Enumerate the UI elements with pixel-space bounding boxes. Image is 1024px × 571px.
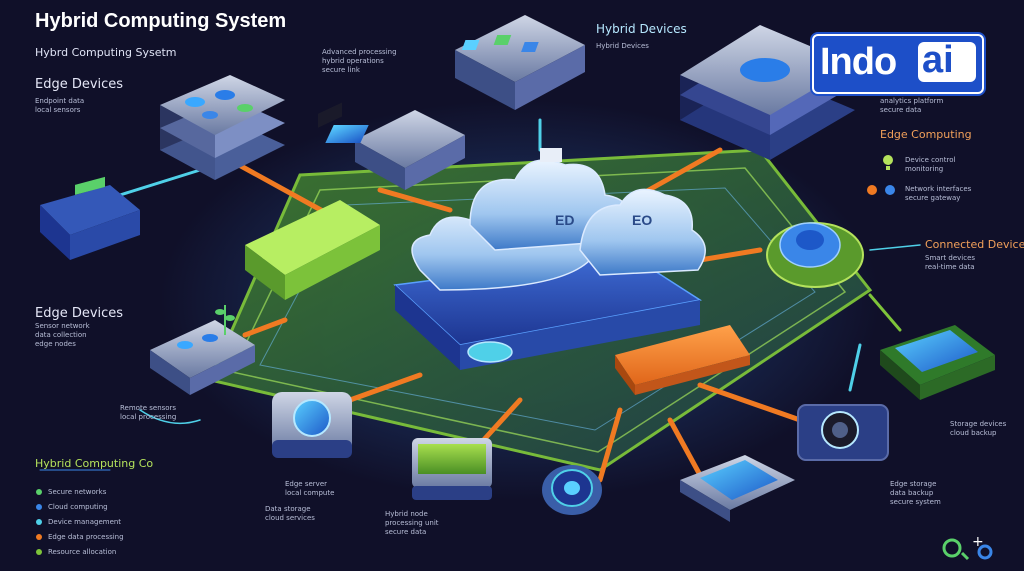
smart-dome-device — [766, 222, 864, 288]
edge-device-bottom-tablet — [680, 455, 795, 522]
edge-device-tablet — [150, 320, 255, 395]
edge-device-circular — [272, 392, 352, 458]
cloud-server-right — [680, 25, 855, 160]
hybrid-devices-heading: Hybrid Devices — [596, 22, 687, 36]
legend-item-2: Cloud computing — [48, 503, 108, 511]
edge-device-stack-left — [160, 75, 285, 180]
speaker-device — [542, 465, 602, 515]
legend-dot-5 — [36, 549, 42, 555]
svg-text:+: + — [972, 534, 984, 550]
edge-devices-heading-mid: Edge Devices — [35, 306, 124, 321]
lightbulb-icon — [883, 155, 893, 170]
chip-device-right — [880, 325, 995, 400]
edge-devices-heading-top: Edge Devices — [35, 77, 124, 92]
legend-item-3: Device management — [48, 518, 122, 526]
q-plus-icon: + — [942, 534, 993, 561]
cloud-cluster — [411, 148, 706, 291]
page-title: Hybrid Computing System — [35, 10, 287, 32]
edge-device-bottom-green — [412, 438, 492, 500]
legend-dot-2 — [36, 504, 42, 510]
legend-item-5: Resource allocation — [48, 548, 117, 556]
edge-device-top-center — [455, 15, 585, 110]
right-heading-1: Edge Computing — [880, 128, 972, 141]
legend-dot-4 — [36, 534, 42, 540]
legend-item-1: Secure networks — [48, 488, 107, 496]
page-subtitle: Hybrd Computing Sysetm — [35, 46, 177, 59]
sensor-device-left — [40, 176, 140, 260]
green-module — [245, 102, 380, 300]
orange-module — [615, 325, 750, 395]
legend-item-4: Edge data processing — [48, 533, 124, 541]
brand-box-word: ai — [922, 39, 954, 81]
hybrid-computing-co-heading: Hybrid Computing Co — [35, 457, 154, 470]
brand-word: Indo — [820, 41, 897, 83]
edge-device-center-small — [325, 110, 465, 190]
hybrid-devices-sub: Hybrid Devices — [596, 42, 649, 50]
legend-dot-3 — [36, 519, 42, 525]
status-dot-blue — [885, 185, 895, 195]
right-heading-2: Connected Devices — [925, 238, 1024, 251]
brand-logo: Indo ai — [812, 34, 984, 94]
plant-icon — [215, 305, 235, 335]
cloud-tag-right: EO — [632, 212, 652, 228]
cloud-tag-left: ED — [555, 212, 574, 228]
status-dot-orange — [867, 185, 877, 195]
brand-box — [918, 42, 976, 82]
legend-dot-1 — [36, 489, 42, 495]
storage-device-right — [797, 404, 889, 461]
